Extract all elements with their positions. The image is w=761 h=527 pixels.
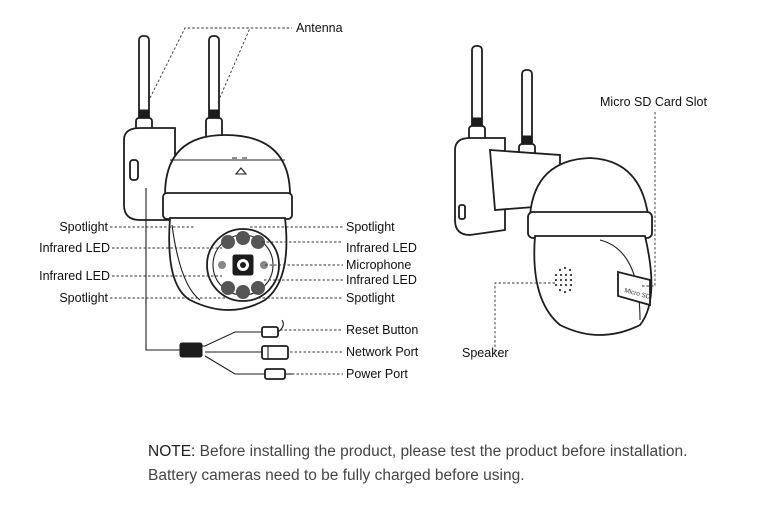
note-prefix: NOTE:: [148, 443, 196, 460]
note-line-1: NOTE: Before installing the product, ple…: [148, 440, 748, 464]
front-camera: [123, 35, 293, 380]
note-line-1-text: Before installing the product, please te…: [195, 443, 688, 460]
label-antenna: Antenna: [296, 21, 343, 35]
label-network-port: Network Port: [346, 345, 419, 359]
label-spotlight-right-top: Spotlight: [346, 220, 395, 234]
label-infrared-right-1: Infrared LED: [346, 241, 417, 255]
label-spotlight-left-top: Spotlight: [59, 220, 108, 234]
label-infrared-right-2: Infrared LED: [346, 273, 417, 287]
label-power-port: Power Port: [346, 367, 408, 381]
label-reset-button: Reset Button: [346, 323, 418, 337]
label-microphone: Microphone: [346, 258, 411, 272]
label-spotlight-right-bottom: Spotlight: [346, 291, 395, 305]
label-spotlight-left-bottom: Spotlight: [59, 291, 108, 305]
rear-speaker-grille: [554, 266, 573, 294]
note-line-2: Battery cameras need to be fully charged…: [148, 467, 525, 484]
front-leds: [218, 231, 268, 299]
leader-lines: [110, 27, 656, 375]
installation-note: NOTE: Before installing the product, ple…: [148, 440, 748, 488]
label-speaker: Speaker: [462, 346, 509, 360]
label-micro-sd-slot: Micro SD Card Slot: [600, 95, 707, 109]
rear-camera: [454, 45, 653, 336]
label-infrared-left-1: Infrared LED: [39, 241, 110, 255]
label-infrared-left-2: Infrared LED: [39, 269, 110, 283]
